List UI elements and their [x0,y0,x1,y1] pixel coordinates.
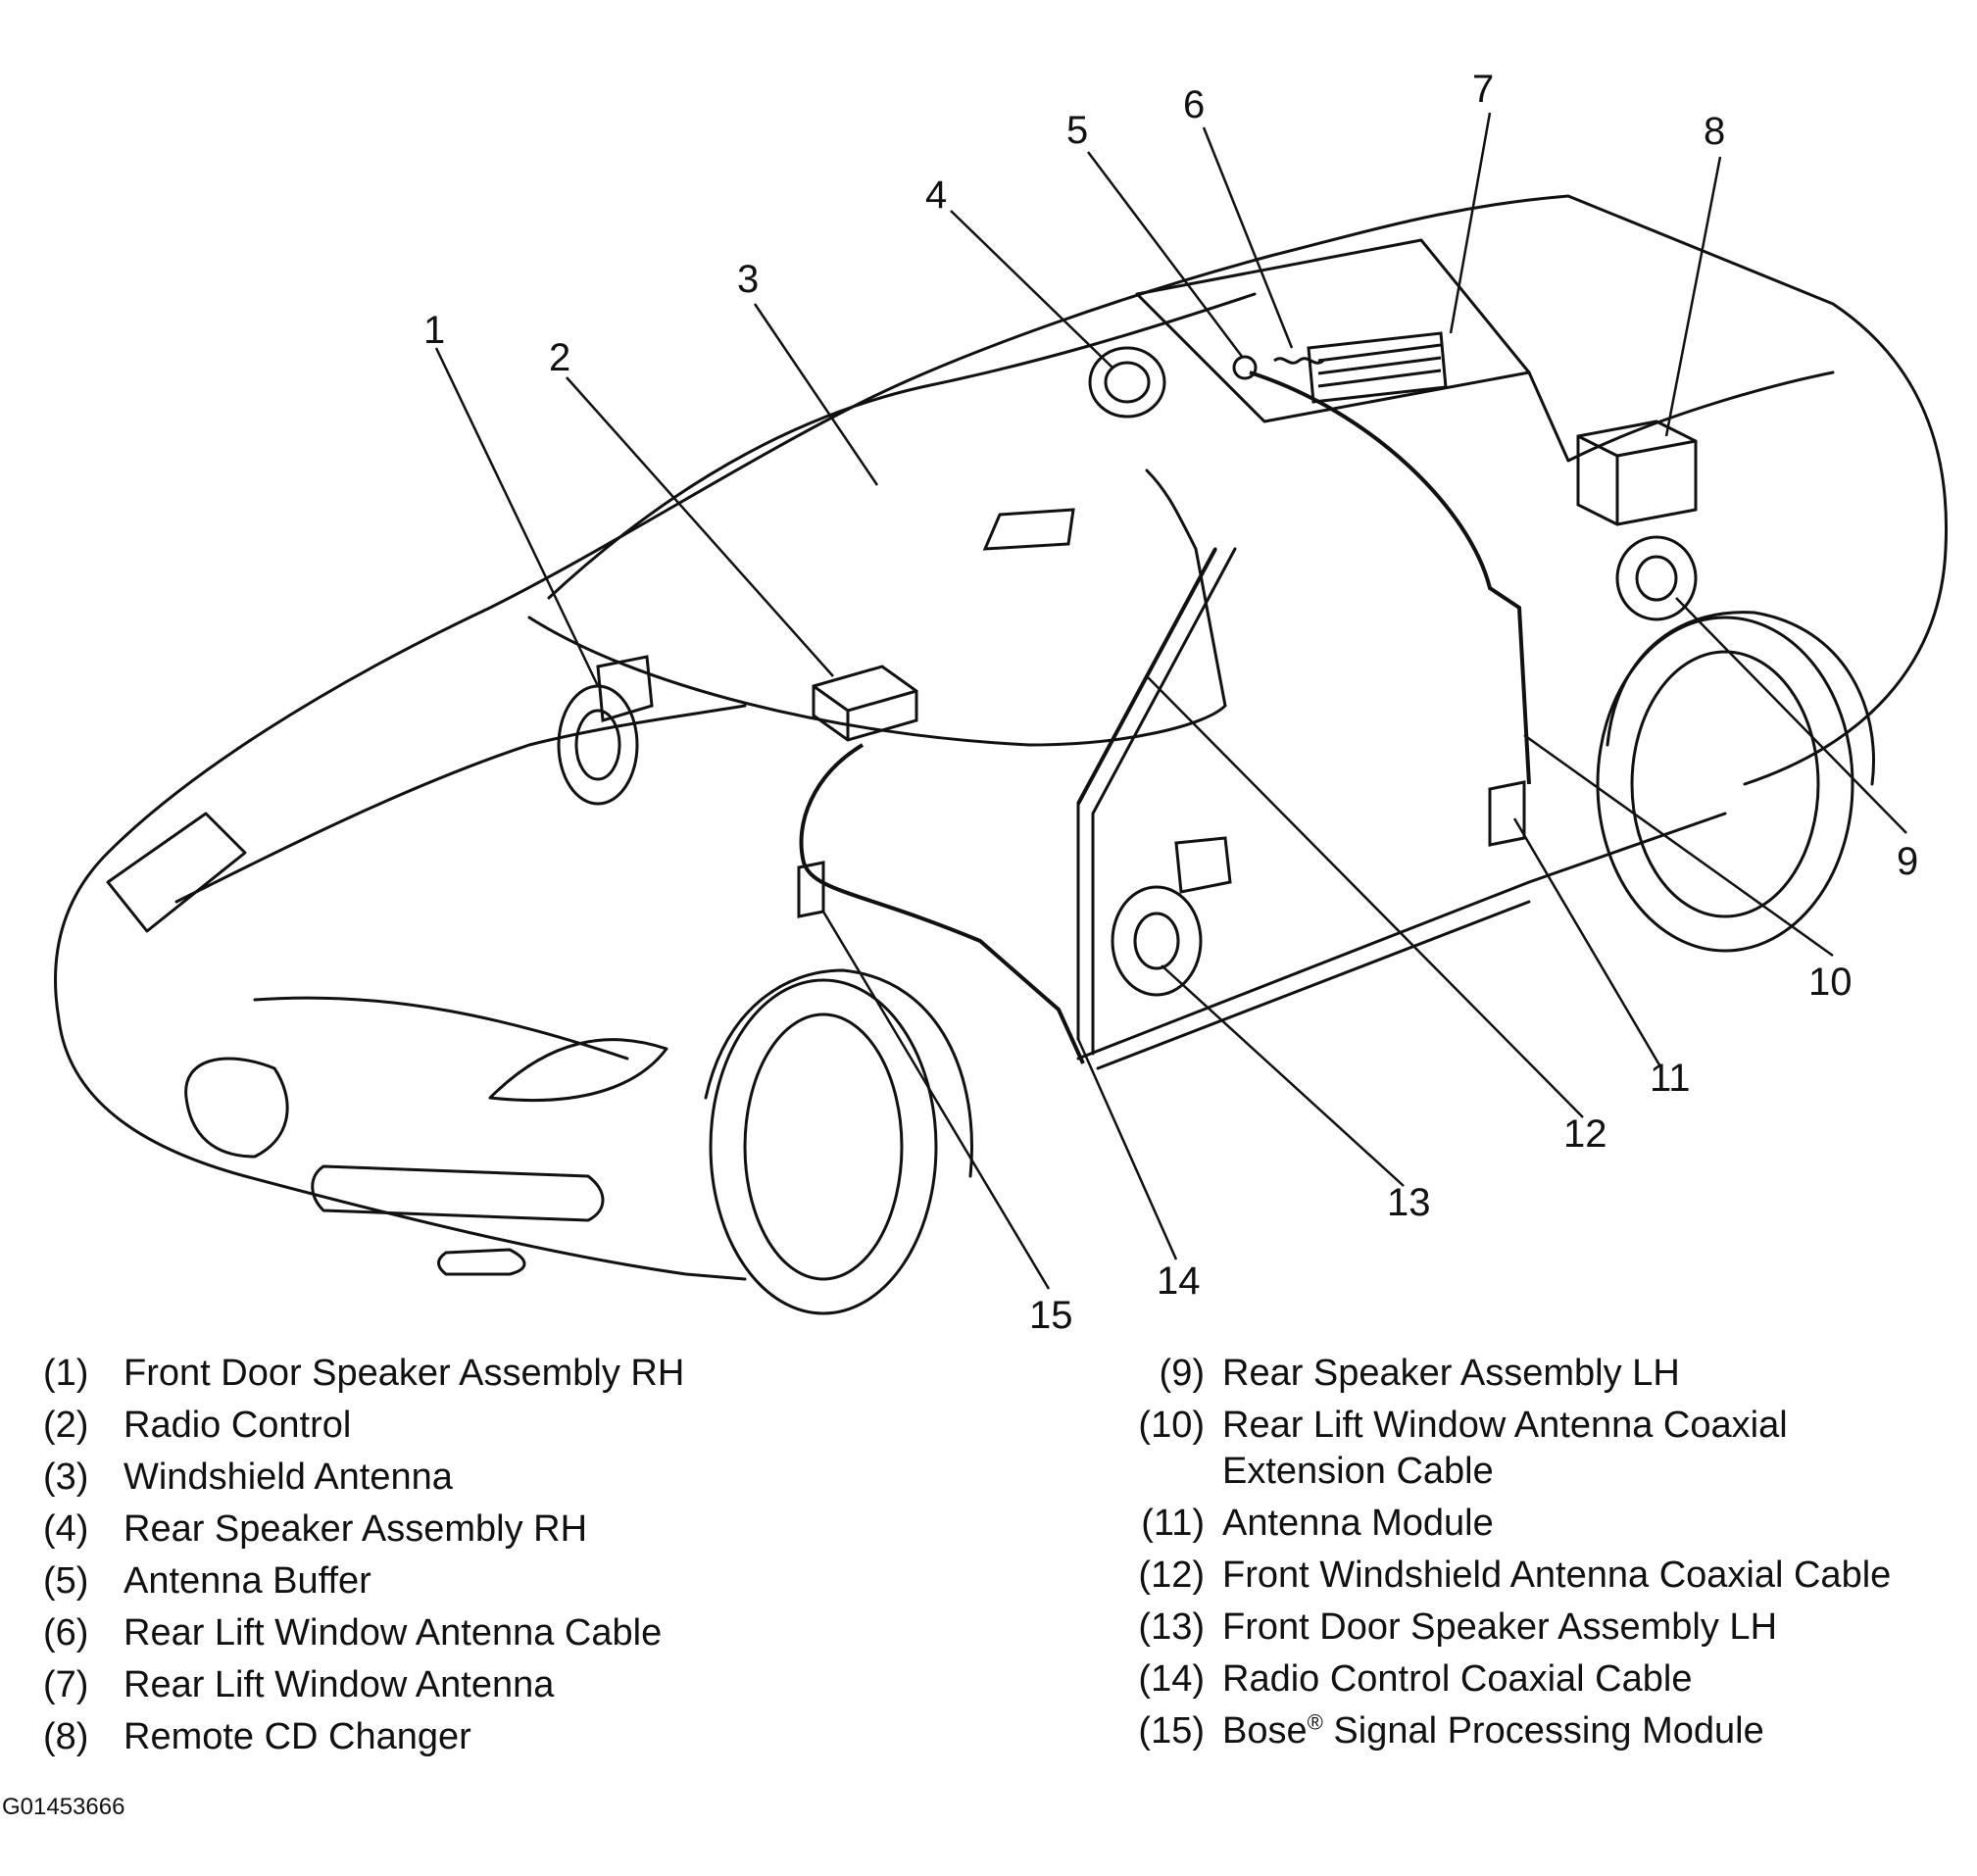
registered-mark: ® [1307,1709,1323,1735]
callout-14: 14 [1157,1259,1201,1303]
components [557,331,1698,1064]
callout-12: 12 [1563,1112,1607,1156]
callout-1: 1 [423,309,445,352]
callout-9: 9 [1897,840,1918,883]
legend-item-9: (9)Rear Speaker Assembly LH [1159,1353,1680,1394]
callout-6: 6 [1183,83,1205,126]
callout-2: 2 [549,336,570,379]
legend-item-1: (1)Front Door Speaker Assembly RH [43,1353,685,1394]
callout-numbers: 1 2 3 4 5 6 7 8 9 10 11 12 13 14 15 [423,68,1918,1333]
legend-item-7: (7)Rear Lift Window Antenna [43,1664,555,1705]
legend-right: (9)Rear Speaker Assembly LH (10)Rear Lif… [1105,1351,1967,1760]
leader-lines [434,112,1907,1290]
legend-item-15-brand: Bose [1222,1710,1308,1752]
legend-item-10-line2: Extension Cable [1222,1451,1494,1492]
car-outline [54,194,1949,1315]
callout-4: 4 [925,173,947,217]
callout-3: 3 [737,258,759,301]
legend-item-13: (13)Front Door Speaker Assembly LH [1138,1606,1778,1648]
legend-item-4: (4)Rear Speaker Assembly RH [43,1508,588,1550]
legend-item-12: (12)Front Windshield Antenna Coaxial Cab… [1138,1555,1892,1596]
legend-item-3: (3)Windshield Antenna [43,1456,453,1498]
legend-item-15: (15)Bose® Signal Processing Module [1138,1709,1764,1752]
legend-item-15-rest: Signal Processing Module [1322,1710,1764,1752]
figure-id: G01453666 [2,1794,125,1820]
legend-item-10-line1: Rear Lift Window Antenna Coaxial [1222,1405,1788,1446]
legend-left: (1)Front Door Speaker Assembly RH (2)Rad… [43,1351,1072,1766]
legend-item-5: (5)Antenna Buffer [43,1560,371,1602]
callout-5: 5 [1066,109,1088,152]
legend-item-6: (6)Rear Lift Window Antenna Cable [43,1612,663,1654]
callout-10: 10 [1808,961,1853,1004]
callout-7: 7 [1472,68,1494,111]
legend-item-14: (14)Radio Control Coaxial Cable [1138,1658,1693,1700]
callout-8: 8 [1704,110,1725,153]
callout-13: 13 [1387,1181,1431,1224]
car-audio-diagram: 1 2 3 4 5 6 7 8 9 10 11 12 13 14 15 [54,68,1949,1333]
legend-item-2: (2)Radio Control [43,1405,352,1446]
legend-item-11: (11)Antenna Module [1141,1503,1494,1544]
legend-item-8: (8)Remote CD Changer [43,1716,471,1757]
callout-11: 11 [1650,1057,1691,1100]
callout-15: 15 [1029,1294,1073,1333]
